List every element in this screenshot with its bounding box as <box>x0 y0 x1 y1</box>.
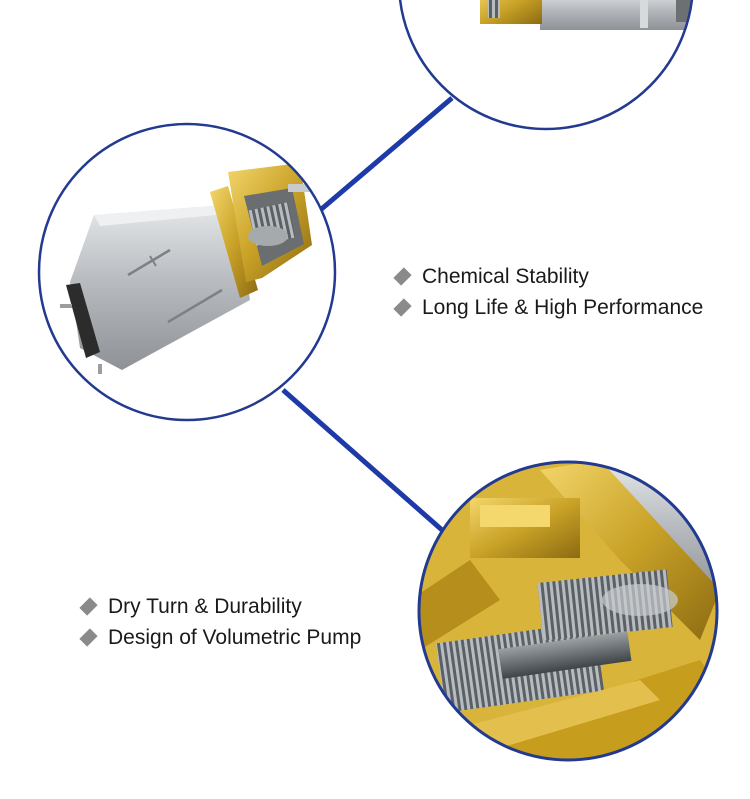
connector-line-top <box>316 96 454 214</box>
detail-circle-motor <box>37 122 337 422</box>
connector-line-bottom <box>281 388 444 532</box>
diamond-bullet-icon <box>79 597 98 616</box>
feature-list-bottom: Dry Turn & Durability Design of Volumetr… <box>79 591 362 653</box>
diamond-bullet-icon <box>79 628 98 647</box>
detail-circle-gears <box>417 460 719 762</box>
feature-label: Design of Volumetric Pump <box>108 625 362 649</box>
feature-item: Design of Volumetric Pump <box>79 622 362 653</box>
feature-label: Long Life & High Performance <box>422 295 704 319</box>
diamond-bullet-icon <box>393 298 412 317</box>
feature-item: Chemical Stability <box>393 261 703 292</box>
feature-list-top: Chemical Stability Long Life & High Perf… <box>393 261 704 323</box>
feature-item: Dry Turn & Durability <box>79 591 361 622</box>
feature-label: Chemical Stability <box>422 264 589 288</box>
detail-circle-top <box>398 0 694 131</box>
diamond-bullet-icon <box>393 267 412 286</box>
feature-label: Dry Turn & Durability <box>108 594 302 618</box>
feature-item: Long Life & High Performance <box>393 292 704 323</box>
